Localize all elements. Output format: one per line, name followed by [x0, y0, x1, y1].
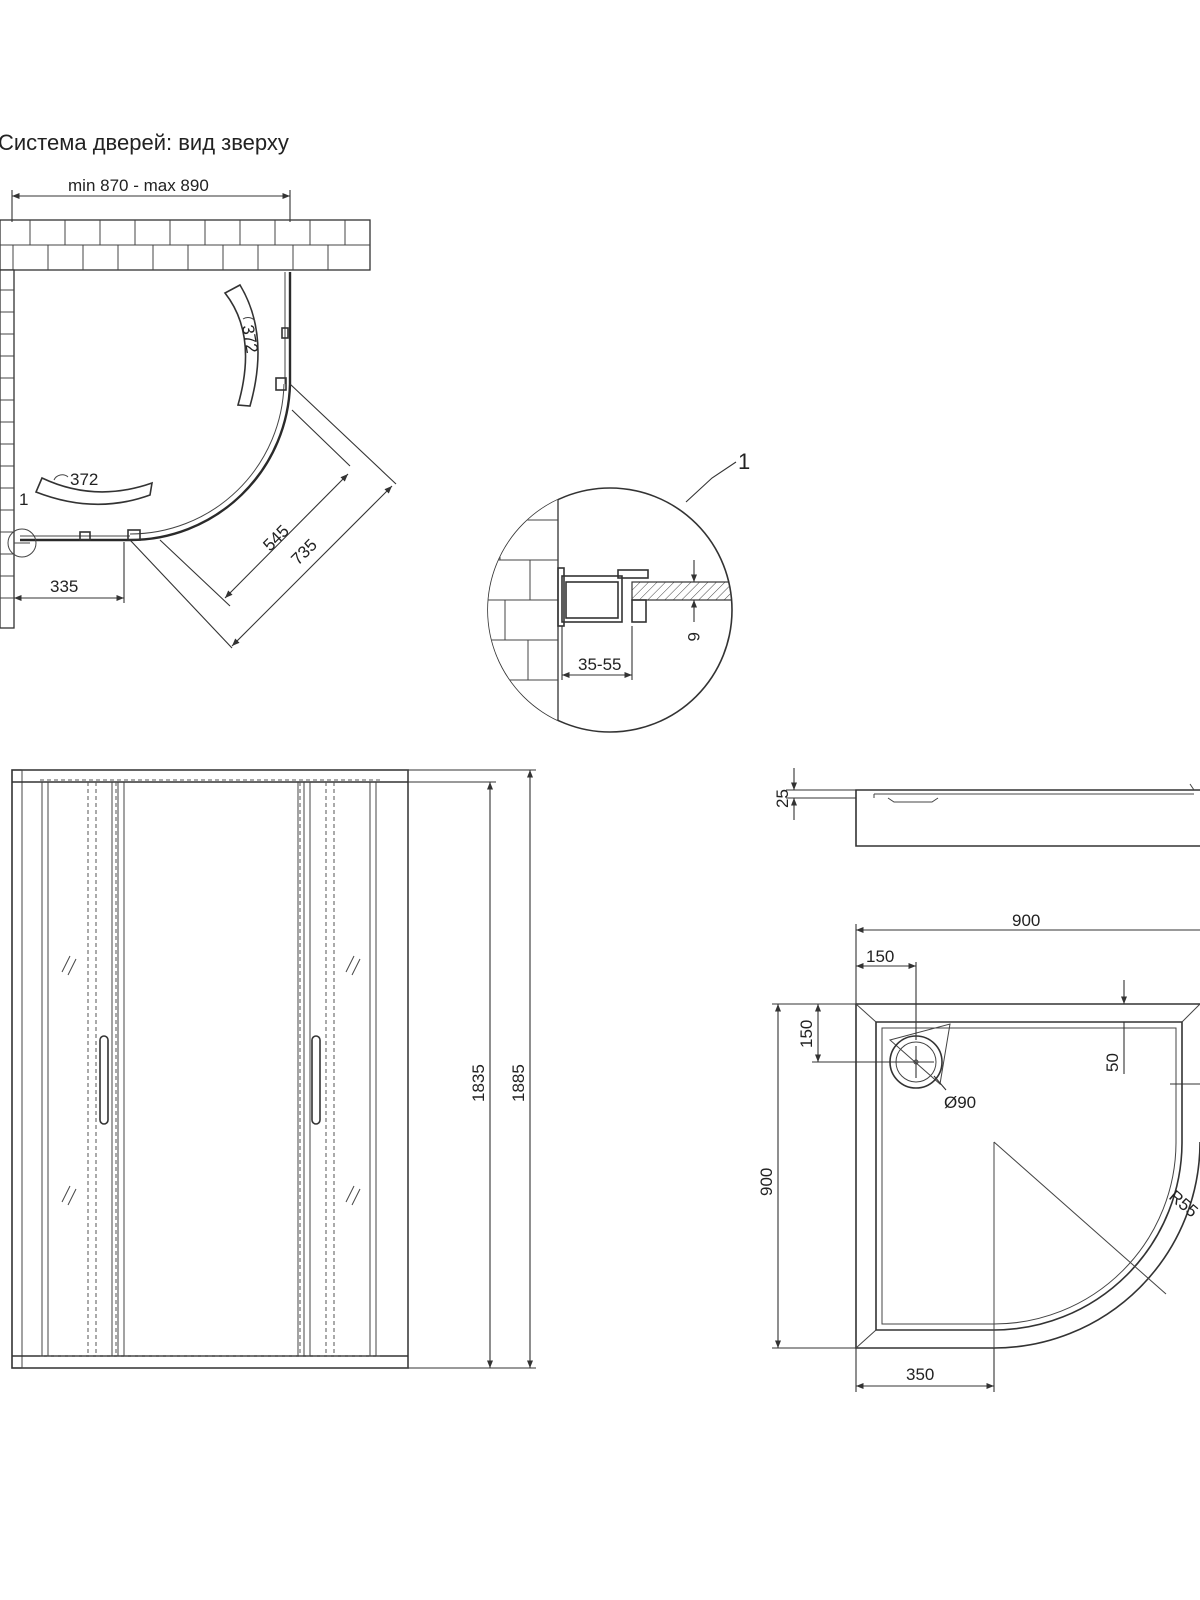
- tray-plan-view: Ø90 R55 900 150 150 900 50 350: [757, 911, 1200, 1392]
- door-leaf-right: 372: [223, 283, 262, 407]
- dim-1885-label: 1885: [509, 1064, 528, 1102]
- tray-side-view: 25: [773, 768, 1200, 847]
- drawing-title: Система дверей: вид зверху: [0, 130, 289, 155]
- front-view: 1835 1885: [11, 769, 536, 1369]
- enclosure-profile: [7, 272, 292, 558]
- dimension-335: 335: [14, 542, 125, 603]
- dim-350-label: 350: [906, 1365, 934, 1384]
- tray-height-label: 25: [773, 789, 792, 808]
- dimension-diagonals: 545 735: [129, 383, 397, 649]
- dim-545-label: 545: [259, 521, 292, 554]
- detail-view: 6 35-55 1: [487, 449, 750, 733]
- dim-glass-label: 6: [684, 632, 703, 641]
- top-brick-wall: [0, 219, 371, 271]
- width-range-label: min 870 - max 890: [68, 176, 209, 195]
- dim-735-label: 735: [287, 535, 320, 568]
- tray-width-label: 900: [1012, 911, 1040, 930]
- dimension-width-range: min 870 - max 890: [11, 176, 291, 222]
- dim-335-label: 335: [50, 577, 78, 596]
- drain-x-label: 150: [866, 947, 894, 966]
- radius-label: R55: [1165, 1187, 1200, 1222]
- left-brick-wall: [0, 269, 15, 629]
- door-leaf-left: 372 1: [19, 470, 154, 509]
- dim-1835-label: 1835: [469, 1064, 488, 1102]
- drain: Ø90: [888, 1023, 976, 1112]
- drain-y-label: 150: [797, 1020, 816, 1048]
- detail-callout-label: 1: [738, 449, 750, 474]
- top-view: min 870 - max 890 372 372 1: [0, 176, 397, 649]
- door-arc-right-label: 372: [238, 323, 262, 354]
- drain-diameter-label: Ø90: [944, 1093, 976, 1112]
- dim-50-label: 50: [1103, 1053, 1122, 1072]
- dim-adjust-label: 35-55: [578, 655, 621, 674]
- tray-depth-label: 900: [757, 1168, 776, 1196]
- door-label-1: 1: [19, 490, 28, 509]
- door-arc-left-label: 372: [70, 470, 98, 489]
